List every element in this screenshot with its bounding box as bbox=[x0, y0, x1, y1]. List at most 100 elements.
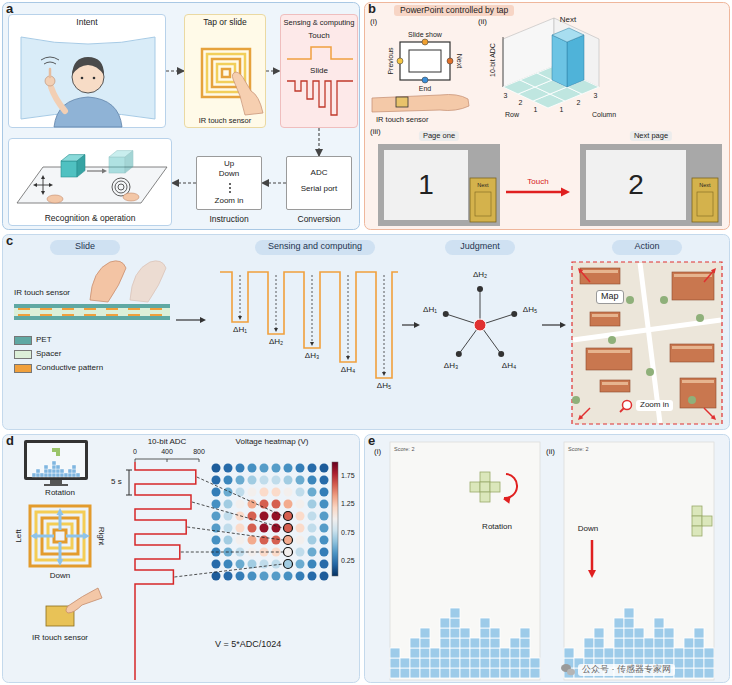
photo bbox=[580, 144, 722, 226]
section-title: Action bbox=[634, 242, 659, 252]
panel-letter: e bbox=[368, 434, 375, 448]
pet-layer bbox=[14, 316, 170, 320]
falling-piece bbox=[692, 516, 702, 526]
block bbox=[52, 461, 56, 465]
leader-line bbox=[181, 552, 283, 553]
block bbox=[480, 628, 490, 638]
feature-label: ΔH₃ bbox=[444, 362, 458, 371]
block bbox=[510, 668, 520, 678]
arrow-line bbox=[87, 170, 103, 171]
photo-caption: Page one bbox=[419, 131, 459, 141]
block bbox=[60, 469, 64, 473]
block bbox=[56, 452, 60, 456]
heatmap-dot bbox=[248, 488, 257, 497]
tick-label: 1.75 bbox=[341, 472, 355, 480]
legend-row: Spacer bbox=[14, 350, 61, 359]
box-title: Instruction bbox=[209, 215, 248, 224]
block bbox=[530, 658, 540, 668]
heatmap-dot bbox=[320, 548, 329, 557]
block bbox=[60, 473, 64, 477]
heatmap-dot bbox=[284, 500, 293, 509]
arrow-head bbox=[57, 559, 64, 566]
section-tab: Judgment bbox=[445, 240, 515, 255]
arrow-line bbox=[591, 540, 594, 572]
box-title: Conversion bbox=[298, 215, 341, 224]
arrow-line bbox=[43, 178, 44, 185]
heatmap-dot bbox=[248, 572, 257, 581]
box-title: Sensing & computing bbox=[284, 19, 355, 27]
sensor-photo bbox=[692, 178, 718, 222]
block bbox=[56, 448, 60, 452]
conductive-pad bbox=[128, 314, 140, 316]
instruction-item: Down bbox=[219, 170, 239, 179]
heatmap-dot bbox=[308, 500, 317, 509]
heatmap-dot bbox=[320, 512, 329, 521]
arrow-head bbox=[561, 188, 570, 197]
heatmap-dot bbox=[320, 476, 329, 485]
heatmap-dot bbox=[260, 488, 269, 497]
block bbox=[704, 658, 714, 668]
block bbox=[624, 628, 634, 638]
heatmap-dot bbox=[272, 572, 281, 581]
hand bbox=[47, 195, 63, 203]
block bbox=[684, 638, 694, 648]
flow-arrow bbox=[262, 182, 286, 183]
instruction-item: Up bbox=[224, 160, 234, 169]
panel-letter: d bbox=[6, 434, 14, 448]
flow-arrow bbox=[318, 128, 319, 156]
tree bbox=[696, 314, 704, 322]
block bbox=[52, 448, 56, 452]
part-label: IR touch sensor bbox=[199, 117, 252, 125]
block bbox=[460, 628, 470, 638]
block bbox=[480, 668, 490, 678]
roof bbox=[674, 274, 712, 277]
heatmap-dot bbox=[248, 524, 257, 533]
heatmap-dot bbox=[308, 524, 317, 533]
process-box: Recognition & operation bbox=[8, 138, 172, 226]
arrow-line bbox=[176, 319, 201, 320]
conductive-pad bbox=[18, 314, 30, 316]
block bbox=[654, 628, 664, 638]
block bbox=[450, 658, 460, 668]
block bbox=[420, 628, 430, 638]
bar-label: Next bbox=[560, 16, 576, 25]
monitor-screen bbox=[27, 443, 85, 477]
tree bbox=[688, 396, 696, 404]
sensor-pattern bbox=[54, 530, 66, 542]
feature-dot bbox=[456, 351, 462, 357]
signal-trace bbox=[220, 272, 398, 378]
heatmap-dot bbox=[236, 524, 245, 533]
direction-label: Down bbox=[50, 572, 70, 581]
block bbox=[52, 473, 56, 477]
axis-title: Row bbox=[505, 111, 519, 119]
heatmap-dot bbox=[308, 512, 317, 521]
panel-ground bbox=[365, 3, 730, 230]
direction-label: Left bbox=[15, 529, 24, 542]
heatmap-dot bbox=[296, 512, 305, 521]
feature-label: ΔH₄ bbox=[341, 366, 355, 375]
block bbox=[614, 618, 624, 628]
heatmap-dot bbox=[320, 572, 329, 581]
block bbox=[510, 648, 520, 658]
leader-line bbox=[174, 564, 283, 577]
slide-photos bbox=[378, 144, 722, 226]
arrow-line bbox=[402, 324, 415, 325]
block bbox=[644, 638, 654, 648]
arrow-head bbox=[83, 533, 90, 540]
scale-bar bbox=[126, 470, 132, 471]
tick bbox=[199, 459, 200, 462]
arrow-line bbox=[384, 275, 385, 373]
heatmap-dot bbox=[284, 548, 293, 557]
process-box: Intent bbox=[8, 14, 166, 128]
heatmap-dot bbox=[308, 548, 317, 557]
box-title: Recognition & operation bbox=[45, 214, 136, 223]
arrow-head bbox=[274, 328, 278, 332]
tick-label: 3 bbox=[504, 92, 508, 100]
arrow-line bbox=[66, 535, 84, 538]
block bbox=[490, 628, 500, 638]
block bbox=[400, 658, 410, 668]
heatmap-dot bbox=[320, 500, 329, 509]
block bbox=[36, 469, 40, 473]
roof bbox=[602, 382, 628, 385]
block bbox=[410, 658, 420, 668]
